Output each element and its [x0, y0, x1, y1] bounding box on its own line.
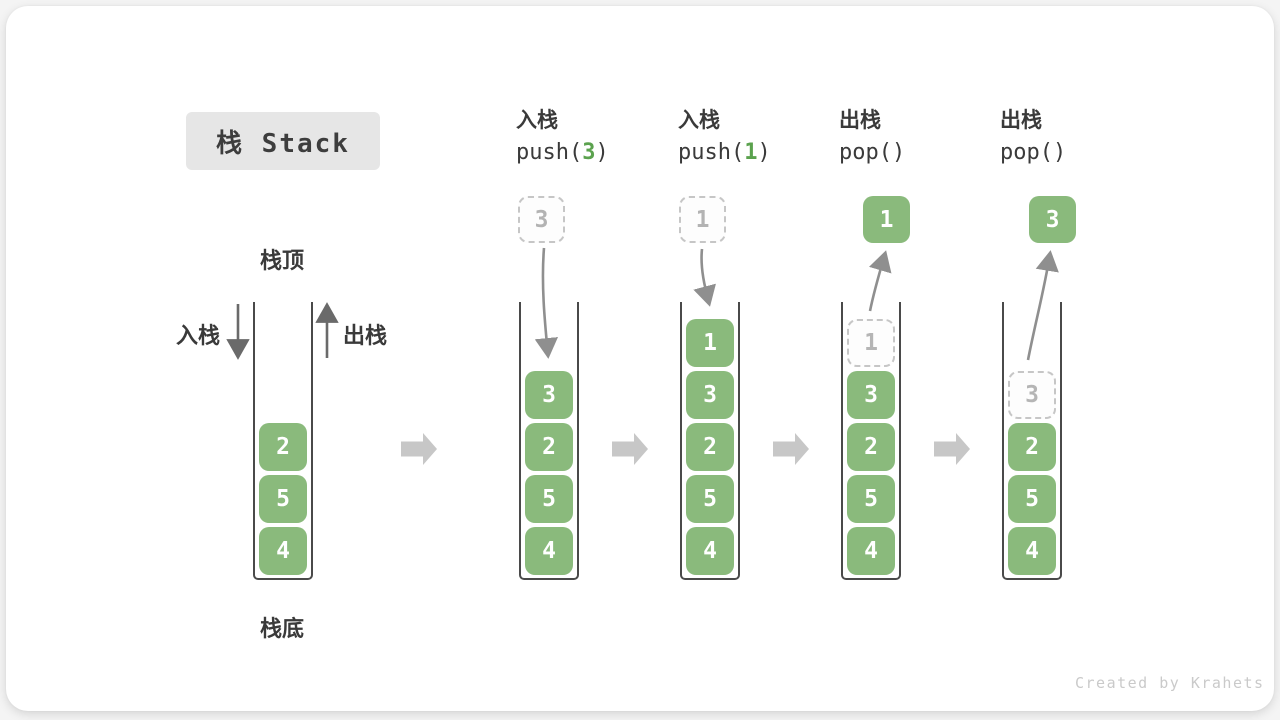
stack-container-2: 3 2 5 4: [519, 302, 579, 580]
op-code: push(3): [516, 140, 609, 165]
op-label: 出栈: [839, 109, 881, 132]
pop-side-label: 出栈: [343, 323, 388, 348]
watermark: Created by Krahets: [1075, 674, 1265, 692]
op-code: push(1): [678, 140, 771, 165]
stack-cell: 5: [686, 475, 734, 523]
column-header-pop3: 出栈 pop(): [1000, 106, 1150, 170]
popped-value-box: 1: [863, 196, 910, 243]
column-header-push1: 入栈 push(1): [678, 106, 828, 170]
op-code: pop(): [839, 140, 906, 165]
stack-cell: 2: [847, 423, 895, 471]
stack-cell: 2: [259, 423, 307, 471]
push-side-label: 入栈: [176, 323, 221, 348]
stack-cell: 4: [259, 527, 307, 575]
stack-cell: 3: [525, 371, 573, 419]
stack-cell: 5: [1008, 475, 1056, 523]
incoming-value-box: 3: [518, 196, 565, 243]
title-badge: 栈 Stack: [186, 112, 380, 170]
stack-cell: 5: [847, 475, 895, 523]
op-label: 入栈: [516, 109, 558, 132]
ghost-cell: 3: [1008, 371, 1056, 419]
stack-container-5: 3 2 5 4: [1002, 302, 1062, 580]
column-header-push3: 入栈 push(3): [516, 106, 666, 170]
stack-cell: 2: [686, 423, 734, 471]
stack-container-1: 2 5 4: [253, 302, 313, 580]
stack-cell: 2: [525, 423, 573, 471]
op-label: 出栈: [1000, 109, 1042, 132]
op-label: 入栈: [678, 109, 720, 132]
stack-container-3: 1 3 2 5 4: [680, 302, 740, 580]
stack-cell: 1: [686, 319, 734, 367]
popped-value-box: 3: [1029, 196, 1076, 243]
column-header-pop1: 出栈 pop(): [839, 106, 989, 170]
stack-cell: 5: [259, 475, 307, 523]
stack-cell: 5: [525, 475, 573, 523]
stack-cell: 2: [1008, 423, 1056, 471]
incoming-value-box: 1: [679, 196, 726, 243]
ghost-cell: 1: [847, 319, 895, 367]
stack-cell: 4: [525, 527, 573, 575]
page-title: 栈 Stack: [216, 128, 350, 159]
stack-cell: 4: [686, 527, 734, 575]
stack-cell: 3: [847, 371, 895, 419]
stack-container-4: 1 3 2 5 4: [841, 302, 901, 580]
stack-cell: 3: [686, 371, 734, 419]
stack-top-label: 栈顶: [260, 248, 305, 273]
stack-cell: 4: [1008, 527, 1056, 575]
stack-cell: 4: [847, 527, 895, 575]
stack-bottom-label: 栈底: [260, 616, 305, 641]
op-code: pop(): [1000, 140, 1067, 165]
